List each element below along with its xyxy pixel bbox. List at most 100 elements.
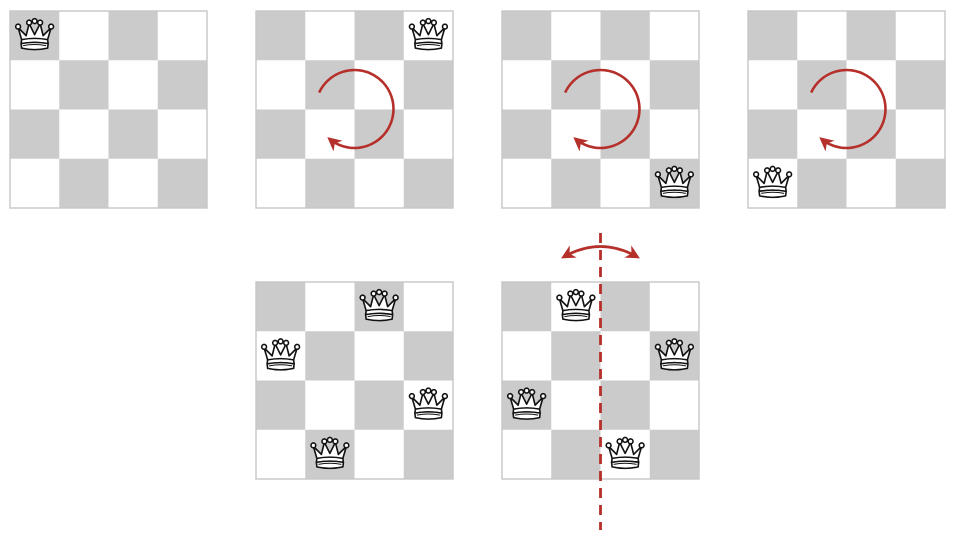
board-square xyxy=(895,158,946,209)
board-square xyxy=(797,60,847,110)
board-square xyxy=(256,158,306,209)
reflection-arrow-icon xyxy=(561,245,640,259)
board-square xyxy=(354,11,405,61)
board-square xyxy=(403,109,454,160)
board-square xyxy=(846,11,897,61)
board-rotate-180 xyxy=(501,10,700,209)
board-square xyxy=(502,60,552,110)
board-square xyxy=(157,109,208,160)
board-square xyxy=(600,282,651,332)
board-square xyxy=(600,158,651,209)
board-rotate-270 xyxy=(747,10,946,209)
board-square xyxy=(551,331,601,381)
board-square xyxy=(502,158,552,209)
rotation-arrow-icon xyxy=(809,68,887,152)
board-square xyxy=(748,109,798,160)
board-square xyxy=(256,380,306,431)
board-square xyxy=(403,60,454,110)
board-square xyxy=(649,11,700,61)
board-square xyxy=(600,109,651,160)
board-square xyxy=(502,429,552,480)
board-square xyxy=(551,429,601,480)
board-square xyxy=(502,109,552,160)
overlay-layer xyxy=(317,68,887,530)
board-square xyxy=(895,60,946,110)
board-square xyxy=(256,109,306,160)
board-square xyxy=(305,331,355,381)
board-square xyxy=(305,158,355,209)
board-original xyxy=(9,10,208,209)
board-square xyxy=(502,282,552,332)
queen-icon xyxy=(359,288,399,322)
board-square xyxy=(305,109,355,160)
board-border xyxy=(255,281,454,480)
board-square xyxy=(10,158,60,209)
board-square xyxy=(157,60,208,110)
board-square xyxy=(649,60,700,110)
board-square xyxy=(256,11,306,61)
rotation-arrow-icon xyxy=(563,68,641,152)
board-square xyxy=(551,109,601,160)
board-square xyxy=(895,11,946,61)
board-square xyxy=(108,109,159,160)
boards-layer xyxy=(9,10,946,480)
board-square xyxy=(354,331,405,381)
board-solution xyxy=(255,281,454,480)
queen-icon xyxy=(408,387,449,420)
board-square xyxy=(354,109,405,160)
board-square xyxy=(846,158,897,209)
queen-icon xyxy=(506,387,547,420)
board-square xyxy=(748,11,798,61)
board-square xyxy=(256,282,306,332)
queen-icon xyxy=(14,17,55,51)
board-square xyxy=(846,60,897,110)
board-square xyxy=(600,331,651,381)
queen-icon xyxy=(260,338,301,371)
board-square xyxy=(551,60,601,110)
board-square xyxy=(354,158,405,209)
queen-icon xyxy=(408,17,449,51)
board-square xyxy=(797,11,847,61)
board-square xyxy=(305,380,355,431)
board-border xyxy=(747,10,946,209)
board-square xyxy=(551,158,601,209)
board-square xyxy=(502,331,552,381)
board-square xyxy=(157,158,208,209)
board-square xyxy=(649,380,700,431)
board-square xyxy=(846,109,897,160)
board-square xyxy=(600,380,651,431)
board-square xyxy=(305,60,355,110)
board-square xyxy=(108,11,159,61)
queen-icon xyxy=(310,436,350,470)
board-square xyxy=(305,282,355,332)
board-square xyxy=(305,11,355,61)
queen-icon xyxy=(654,165,695,199)
board-square xyxy=(797,158,847,209)
queen-icon xyxy=(556,288,596,322)
board-square xyxy=(59,11,109,61)
queen-icon xyxy=(752,165,793,199)
board-square xyxy=(403,282,454,332)
rotation-arrow-icon xyxy=(317,68,395,152)
board-square xyxy=(403,158,454,209)
board-square xyxy=(59,109,109,160)
board-square xyxy=(157,11,208,61)
queen-icon xyxy=(605,436,645,470)
board-square xyxy=(551,11,601,61)
board-square xyxy=(895,109,946,160)
board-square xyxy=(649,429,700,480)
board-square xyxy=(403,331,454,381)
board-square xyxy=(649,282,700,332)
board-square xyxy=(10,109,60,160)
board-square xyxy=(600,11,651,61)
board-square xyxy=(59,60,109,110)
board-square xyxy=(354,429,405,480)
board-square xyxy=(354,380,405,431)
board-solution-reflected xyxy=(501,281,700,480)
board-rotate-90 xyxy=(255,10,454,209)
queen-icon xyxy=(654,338,695,371)
board-square xyxy=(403,429,454,480)
board-square xyxy=(600,60,651,110)
